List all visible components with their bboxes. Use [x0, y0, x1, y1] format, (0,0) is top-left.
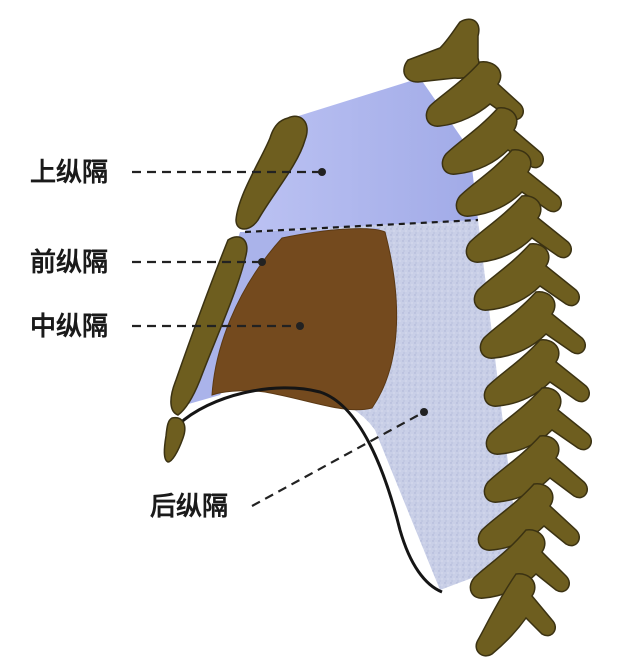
anchor-dot-superior — [318, 168, 326, 176]
anchor-dot-anterior — [258, 258, 266, 266]
xiphoid-bone — [163, 416, 186, 463]
leader-anterior — [132, 258, 266, 266]
vertebra-1 — [403, 18, 480, 83]
superior-inferior-divider — [244, 218, 479, 234]
vertebra-6 — [473, 243, 580, 311]
label-posterior-mediastinum: 后纵隔 — [150, 492, 228, 522]
leader-posterior — [251, 408, 428, 507]
label-anterior-mediastinum: 前纵隔 — [30, 247, 108, 278]
label-middle-mediastinum: 中纵隔 — [30, 312, 108, 342]
diaphragm-line — [176, 386, 443, 594]
vertebra-13 — [475, 573, 556, 657]
vertebra-7 — [479, 291, 586, 359]
leader-superior — [132, 168, 326, 176]
vertebra-5 — [465, 195, 572, 263]
superior-mediastinum-region — [245, 78, 478, 232]
label-superior-mediastinum: 上纵隔 — [30, 158, 108, 188]
vertebral-column — [403, 18, 592, 657]
leader-middle — [132, 322, 304, 330]
vertebra-8 — [483, 339, 590, 407]
anchor-dot-posterior — [420, 408, 428, 416]
middle-mediastinum-region — [211, 228, 398, 411]
anchor-dot-middle — [296, 322, 304, 330]
vertebra-3 — [441, 107, 544, 175]
